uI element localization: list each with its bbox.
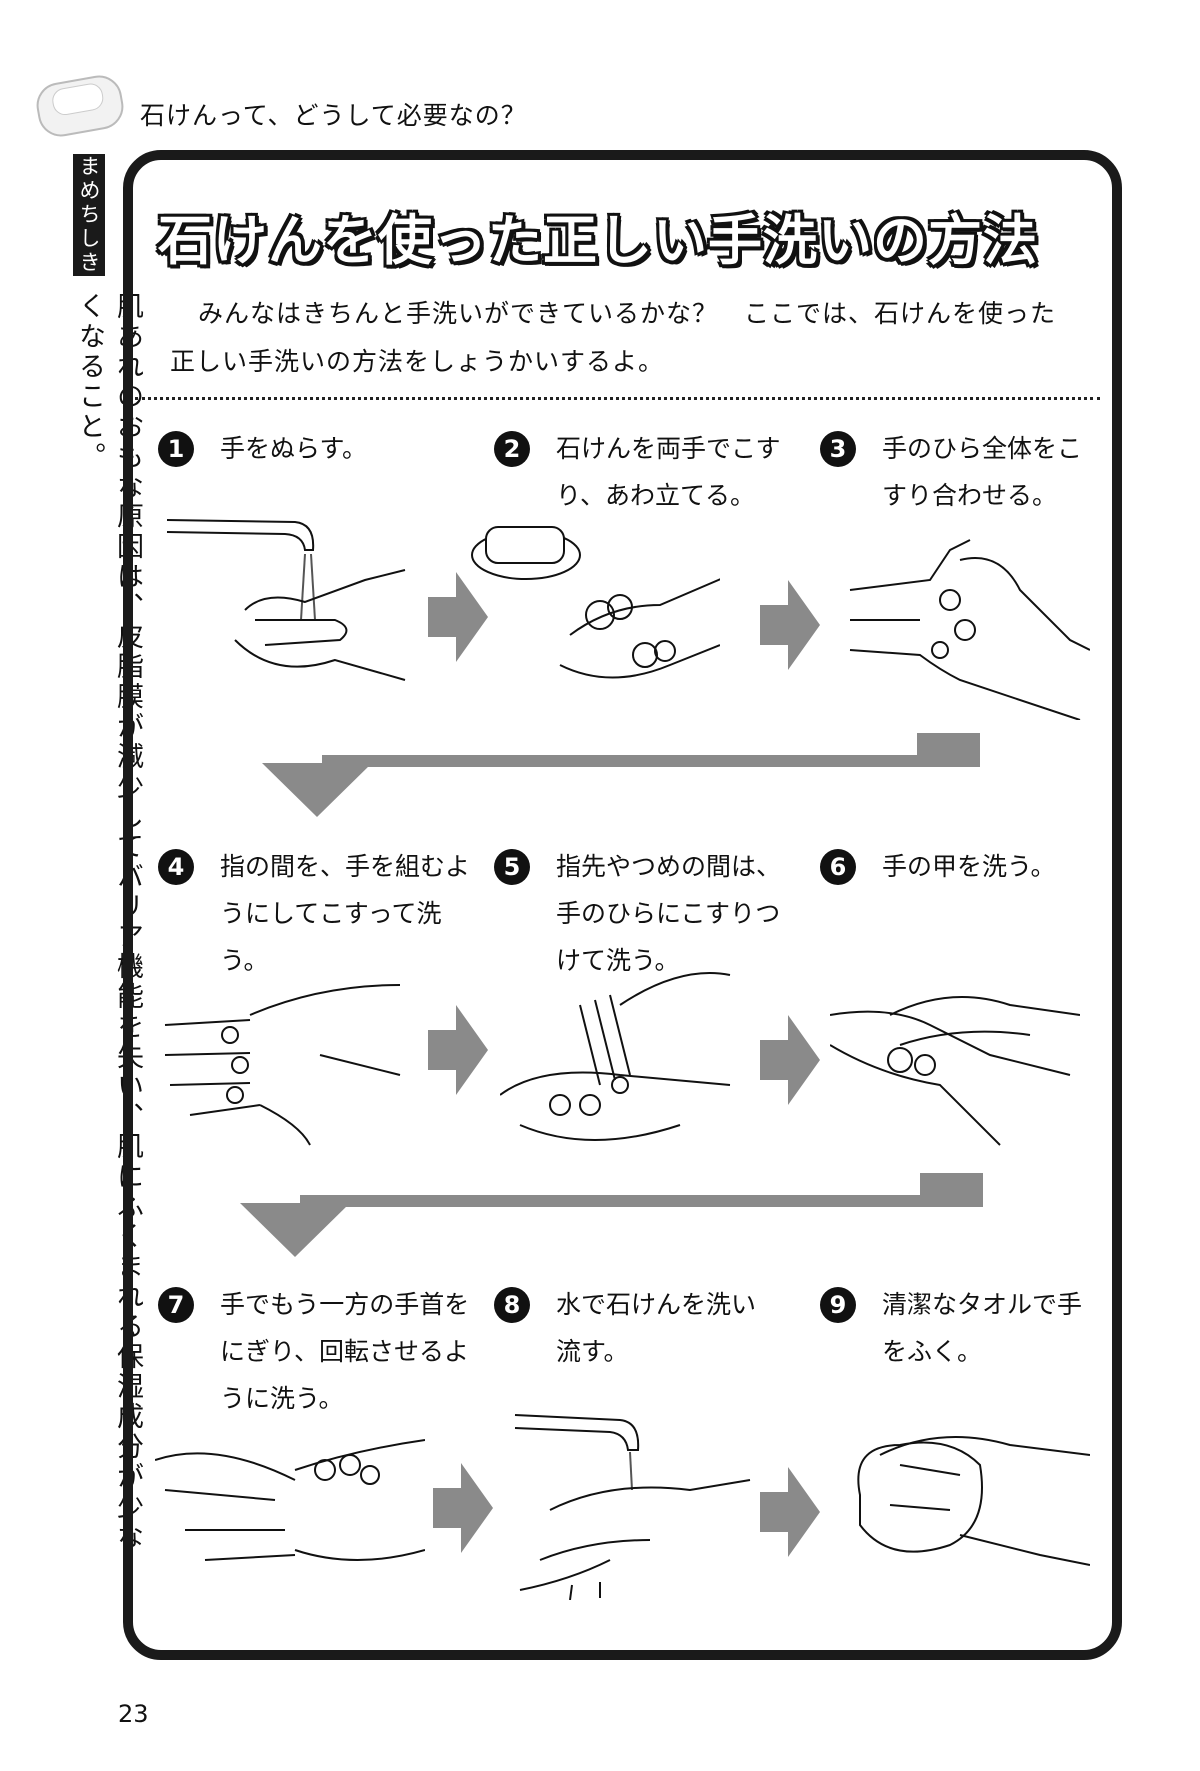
- arrow-right-icon: [760, 580, 820, 670]
- step-8: 8 水で石けんを洗い流す。: [494, 1281, 774, 1375]
- intro-line-1: みんなはきちんと手洗いができているかな？ ここでは、石けんを使った: [198, 299, 1057, 328]
- step-text: 手のひら全体をこすり合わせる。: [882, 434, 1083, 510]
- step-2: 2 石けんを両手でこすり、あわ立てる。: [494, 425, 794, 519]
- illustration-dry-towel: [857, 1436, 1090, 1566]
- soap-icon: [36, 75, 124, 137]
- step-number: 1: [158, 431, 194, 467]
- step-text: 手でもう一方の手首をにぎり、回転させるように洗う。: [220, 1290, 470, 1413]
- arrow-next-row-icon: [262, 733, 980, 817]
- step-text: 指先やつめの間は、手のひらにこすりつけて洗う。: [556, 852, 782, 975]
- step-text: 手の甲を洗う。: [882, 852, 1056, 881]
- step-text: 手をぬらす。: [220, 434, 368, 463]
- step-number: 7: [158, 1287, 194, 1323]
- step-number: 3: [820, 431, 856, 467]
- illustration-wrists: [155, 1439, 425, 1561]
- intro-line-2: 正しい手洗いの方法をしょうかいするよ。: [170, 347, 665, 376]
- illustration-back-of-hand: [830, 996, 1080, 1146]
- step-4: 4 指の間を、手を組むようにしてこすって洗う。: [158, 843, 478, 984]
- step-number: 4: [158, 849, 194, 885]
- illustration-interlace-fingers: [164, 984, 401, 1146]
- step-number: 8: [494, 1287, 530, 1323]
- intro-text: みんなはきちんと手洗いができているかな？ ここでは、石けんを使った 正しい手洗い…: [170, 290, 1070, 386]
- step-number: 5: [494, 849, 530, 885]
- step-number: 2: [494, 431, 530, 467]
- page-number: 23: [118, 1700, 149, 1728]
- step-9: 9 清潔なタオルで手をふく。: [820, 1281, 1095, 1375]
- illustration-wet-hands: [166, 519, 406, 681]
- step-text: 清潔なタオルで手をふく。: [882, 1290, 1083, 1366]
- arrow-right-icon: [428, 1005, 488, 1095]
- step-number: 9: [820, 1287, 856, 1323]
- illustration-rinse: [514, 1414, 751, 1600]
- illustration-fingertips: [500, 972, 731, 1141]
- arrow-right-icon: [760, 1467, 820, 1557]
- page-title: 石けんを使った正しい手洗いの方法: [157, 208, 1039, 274]
- step-5: 5 指先やつめの間は、手のひらにこすりつけて洗う。: [494, 843, 799, 984]
- step-text: 水で石けんを洗い流す。: [556, 1290, 757, 1366]
- arrow-right-icon: [428, 572, 488, 662]
- dotted-divider: [135, 397, 1100, 400]
- sidebar-label: まめちしき: [73, 154, 105, 276]
- step-text: 指の間を、手を組むようにしてこすって洗う。: [220, 852, 471, 975]
- arrow-next-row-icon: [240, 1173, 983, 1257]
- step-7: 7 手でもう一方の手首をにぎり、回転させるように洗う。: [158, 1281, 478, 1422]
- step-text: 石けんを両手でこすり、あわ立てる。: [556, 434, 781, 510]
- step-6: 6 手の甲を洗う。: [820, 843, 1095, 890]
- arrow-right-icon: [433, 1463, 493, 1553]
- header-question: 石けんって、どうして必要なの？: [140, 101, 527, 130]
- illustration-rub-palms: [849, 539, 1090, 720]
- step-3: 3 手のひら全体をこすり合わせる。: [820, 425, 1095, 519]
- step-number: 6: [820, 849, 856, 885]
- content-frame: [123, 150, 1122, 1660]
- arrow-right-icon: [760, 1015, 820, 1105]
- illustration-lather-soap: [471, 526, 720, 679]
- step-1: 1 手をぬらす。: [158, 425, 468, 472]
